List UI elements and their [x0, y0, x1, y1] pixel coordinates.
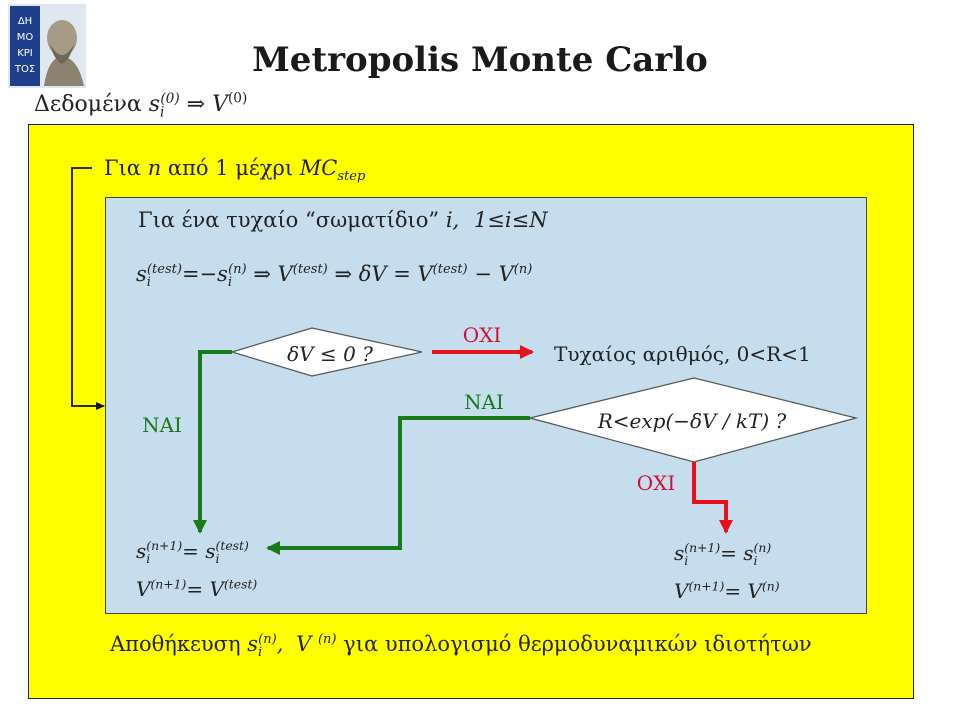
given-line: Δεδομένα si(0) ⇒ V(0) [34, 90, 248, 121]
loop-header: Για n από 1 μέχρι MCstep [104, 156, 366, 185]
reject-result: si(n+1)= si(n) V(n+1)= V(n) [674, 540, 780, 603]
yes2-arrow [266, 416, 530, 555]
no2-arrow [692, 462, 733, 534]
no1-label: ΟΧΙ [463, 323, 502, 347]
loop-bracket-arrow [71, 167, 105, 410]
svg-text:ΤΟΣ: ΤΟΣ [14, 64, 35, 75]
democritus-logo: ΔΗ ΜΟ ΚΡΙ ΤΟΣ [8, 4, 86, 88]
decision-dv-diamond [229, 327, 423, 377]
trial-move-equation: si(test)=−si(n) ⇒ V(test) ⇒ δV = V(test)… [136, 262, 533, 291]
yes1-arrow [193, 350, 232, 534]
svg-text:ΚΡΙ: ΚΡΙ [17, 48, 33, 59]
accept-result: si(n+1)= si(test) V(n+1)= V(test) [136, 538, 258, 601]
decision-exp-diamond [529, 377, 859, 463]
svg-text:ΔΗ: ΔΗ [18, 16, 32, 27]
random-number-text: Τυχαίος αριθμός, 0<R<1 [554, 342, 811, 366]
save-line: Αποθήκευση si(n), V (n) για υπολογισμό θ… [110, 632, 812, 661]
yes1-label: ΝΑΙ [142, 413, 182, 437]
page-title: Metropolis Monte Carlo [252, 40, 708, 80]
decision-exp-text: R<exp(−δV / kT) ? [597, 409, 787, 433]
given-label: Δεδομένα [34, 92, 142, 117]
svg-text:ΜΟ: ΜΟ [17, 32, 34, 43]
no2-label: ΟΧΙ [637, 471, 676, 495]
decision-dv-text: δV ≤ 0 ? [287, 342, 373, 366]
particle-header: Για ένα τυχαίο “σωματίδιο” i, 1≤i≤N [138, 208, 548, 232]
yes2-label: ΝΑΙ [464, 390, 504, 414]
